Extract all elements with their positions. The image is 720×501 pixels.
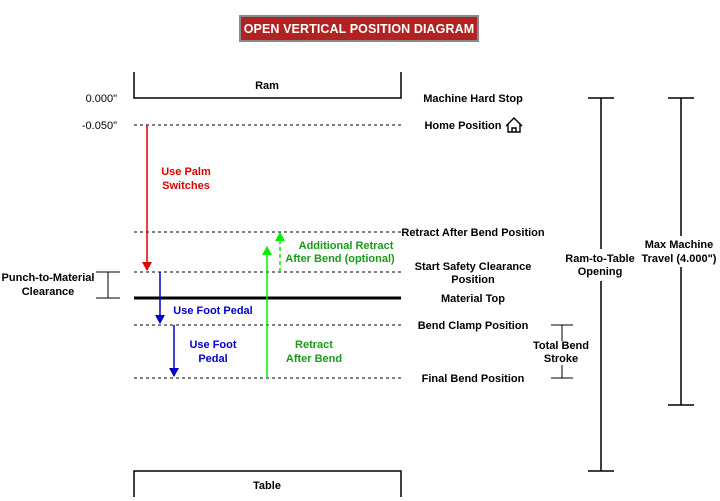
ram-label: Ram <box>255 80 279 92</box>
bend-clamp-position-label: Bend Clamp Position <box>418 320 529 332</box>
table-label: Table <box>253 480 281 492</box>
start-safety-label-line2: Position <box>451 274 495 286</box>
total-bend-stroke-dimension <box>551 324 573 379</box>
max-travel-label-line2: Travel (4.000") <box>642 253 717 265</box>
start-safety-label-line1: Start Safety Clearance <box>415 261 532 273</box>
punch-clearance-label-line2: Clearance <box>22 286 75 298</box>
retract-label-line2: After Bend <box>286 353 342 365</box>
retract-label-line1: Retract <box>295 339 333 351</box>
home-readout: -0.050" <box>82 120 117 132</box>
total-bend-stroke-label-line2: Stroke <box>544 353 578 365</box>
max-travel-dimension <box>668 97 694 406</box>
table-block: Table <box>133 470 402 497</box>
punch-clearance-label-line1: Punch-to-Material <box>2 272 95 284</box>
foot-pedal-label-2-line2: Pedal <box>198 353 227 365</box>
palm-label-line1: Use Palm <box>161 166 211 178</box>
home-icon <box>505 117 523 133</box>
home-position-label: Home Position <box>424 120 501 132</box>
max-travel-label-line1: Max Machine <box>645 239 713 251</box>
material-top-label: Material Top <box>441 293 505 305</box>
diagram-title: OPEN VERTICAL POSITION DIAGRAM <box>243 21 475 36</box>
punch-clearance-dimension <box>96 271 120 299</box>
diagram-title-banner: OPEN VERTICAL POSITION DIAGRAM <box>239 15 479 42</box>
ram-to-table-label-line2: Opening <box>578 266 623 278</box>
final-bend-position-label: Final Bend Position <box>422 373 525 385</box>
additional-retract-label-line2: After Bend (optional) <box>285 253 395 265</box>
hard-stop-readout: 0.000" <box>86 93 118 105</box>
foot-pedal-label-1: Use Foot Pedal <box>173 305 252 317</box>
retract-after-bend-position-label: Retract After Bend Position <box>401 227 545 239</box>
additional-retract-label-line1: Additional Retract <box>299 240 394 252</box>
ram-block: Ram <box>133 72 402 99</box>
foot-pedal-label-2-line1: Use Foot <box>189 339 236 351</box>
ram-to-table-dimension <box>588 97 614 472</box>
total-bend-stroke-label-line1: Total Bend <box>533 340 589 352</box>
machine-hard-stop-label: Machine Hard Stop <box>423 93 523 105</box>
ram-to-table-label-line1: Ram-to-Table <box>565 253 634 265</box>
palm-label-line2: Switches <box>162 180 210 192</box>
